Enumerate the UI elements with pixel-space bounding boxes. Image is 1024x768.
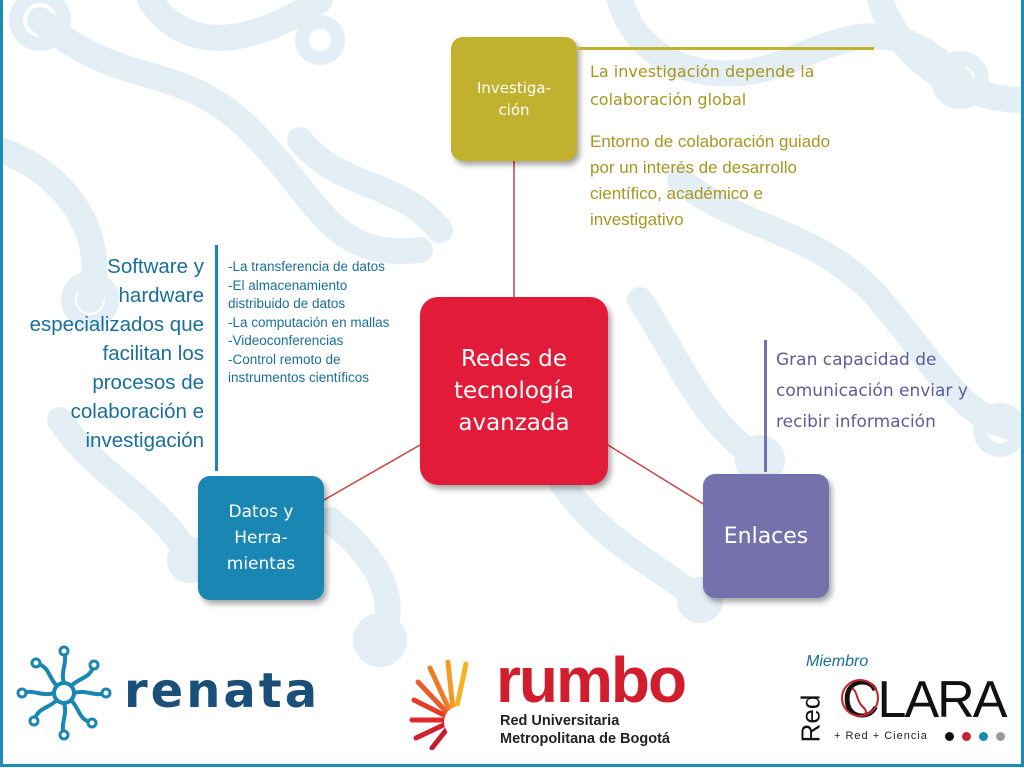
node-enlaces: Enlaces: [703, 474, 829, 598]
clara-dot-blue: [979, 732, 988, 741]
renata-logo-icon: [16, 645, 112, 741]
clara-tagline: + Red + Ciencia: [834, 730, 928, 742]
investigacion-text-1: La investigación depende la colaboración…: [590, 62, 815, 109]
enlaces-text: Gran capacidad de comunicación enviar y …: [776, 350, 968, 432]
clara-dot-red: [962, 732, 971, 741]
clara-globe-icon: [841, 679, 879, 717]
datos-description: Software y hardware especializados que f…: [29, 255, 204, 452]
clara-wordmark: CLARA: [842, 671, 1007, 729]
node-redes-tecnologia: Redes de tecnología avanzada: [420, 297, 608, 485]
connector-left: [323, 444, 421, 501]
list-item: -El almacenamiento distribuido de datos: [228, 277, 348, 312]
renata-wordmark: renata: [124, 663, 321, 719]
datos-list: -La transferencia de datos -El almacenam…: [228, 258, 396, 388]
rumbo-subtitle-1: Red Universitaria: [500, 713, 620, 729]
top-accent-line: [578, 47, 874, 50]
list-item: -La transferencia de datos: [228, 259, 385, 274]
rumbo-sun-icon: [409, 660, 476, 750]
right-accent-bar: [764, 340, 767, 472]
list-item: -La computación en mallas: [228, 314, 390, 330]
investigacion-text-2: Entorno de colaboración guiado por un in…: [590, 132, 831, 229]
clara-red-label: Red: [795, 694, 826, 743]
left-accent-bar: [215, 245, 218, 471]
list-item: -Control remoto de instrumentos científi…: [228, 351, 370, 386]
list-item: -Videoconferencias: [228, 333, 344, 348]
rumbo-subtitle-2: Metropolitana de Bogotá: [500, 731, 670, 747]
clara-dot-grey: [996, 732, 1005, 741]
clara-miembro-label: Miembro: [806, 653, 869, 670]
node-investigacion: Investiga- ción: [451, 37, 577, 161]
clara-dot-black: [945, 732, 954, 741]
connector-right: [607, 444, 706, 506]
rumbo-wordmark: rumbo: [496, 644, 687, 716]
node-datos-herramientas: Datos y Herra- mientas: [198, 476, 324, 600]
